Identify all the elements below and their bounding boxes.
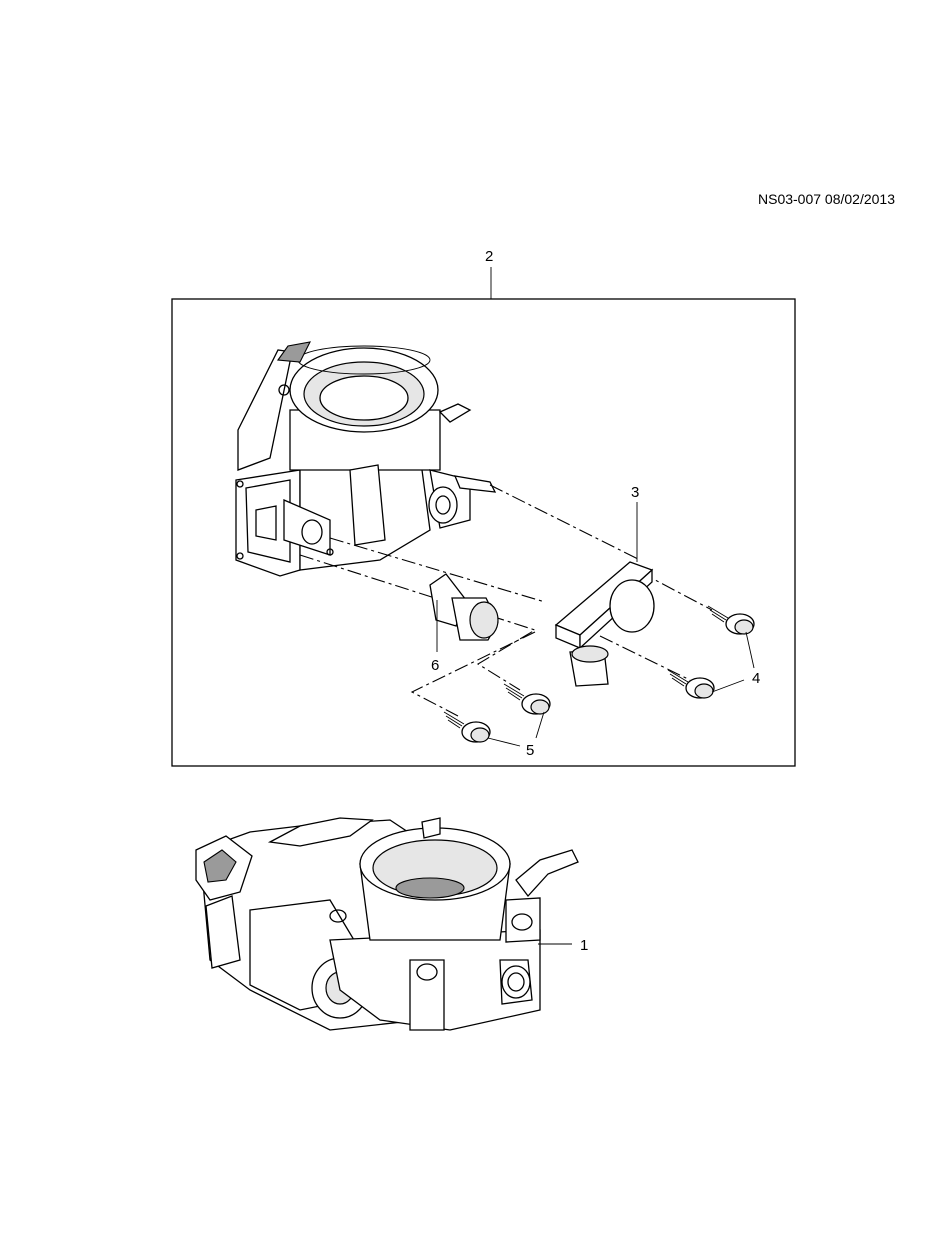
throttle-body-exploded [235, 341, 497, 577]
callout-3: 3 [631, 484, 639, 501]
callout-leader-4a [745, 631, 755, 669]
sensor-screw-upper [707, 605, 755, 635]
callout-leader-5a [535, 711, 545, 739]
callout-5: 5 [526, 742, 534, 759]
callout-leader-5b [487, 737, 521, 747]
callout-1: 1 [580, 937, 588, 954]
callout-leader-4b [711, 679, 745, 693]
throttle-body-assembled [195, 817, 579, 1031]
callout-4: 4 [752, 670, 760, 687]
diagram-reference-code: NS03-007 08/02/2013 [758, 191, 895, 207]
sensor-screw-lower [667, 669, 715, 699]
callout-6: 6 [431, 657, 439, 674]
callout-2: 2 [485, 248, 493, 265]
exploded-view-frame [171, 298, 796, 767]
valve-screw-lower [443, 711, 491, 743]
valve-screw-upper [503, 683, 551, 715]
throttle-position-sensor [554, 561, 655, 687]
idle-air-control-valve [429, 573, 499, 641]
